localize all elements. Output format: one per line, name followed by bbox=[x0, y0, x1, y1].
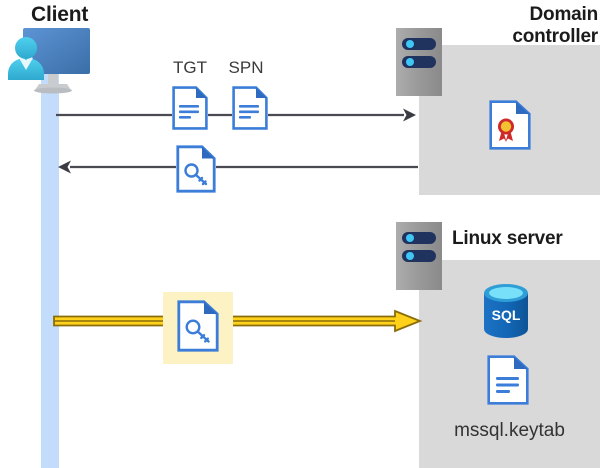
page-title-domain-controller: Domain controller bbox=[432, 4, 598, 48]
document-tgt-icon bbox=[172, 86, 208, 130]
label-spn: SPN bbox=[228, 58, 264, 77]
server-rack-dc-icon bbox=[396, 28, 442, 96]
server-rack-linux-icon bbox=[396, 222, 442, 290]
client-icon bbox=[4, 26, 92, 98]
label-tgt: TGT bbox=[173, 58, 207, 77]
sql-database-icon: SQL bbox=[482, 284, 530, 338]
arrow-response-from-dc bbox=[58, 158, 418, 176]
keytab-caption: mssql.keytab bbox=[454, 420, 565, 441]
page-title-client: Client bbox=[31, 3, 89, 26]
arrow-ticket-to-linux bbox=[53, 309, 423, 333]
arrow-request-to-dc bbox=[56, 106, 416, 124]
client-lifeline bbox=[41, 72, 59, 468]
dc-title-line-1: Domain bbox=[529, 4, 599, 25]
document-ticket-icon bbox=[176, 145, 216, 193]
sql-label: SQL bbox=[492, 307, 521, 323]
page-title-linux-server: Linux server bbox=[452, 228, 563, 249]
document-ticket-highlighted-icon bbox=[177, 300, 219, 352]
certificate-document-icon bbox=[489, 100, 531, 150]
document-spn-icon bbox=[232, 86, 268, 130]
dc-title-line-2: controller bbox=[512, 26, 598, 48]
keytab-document-icon bbox=[487, 355, 529, 405]
